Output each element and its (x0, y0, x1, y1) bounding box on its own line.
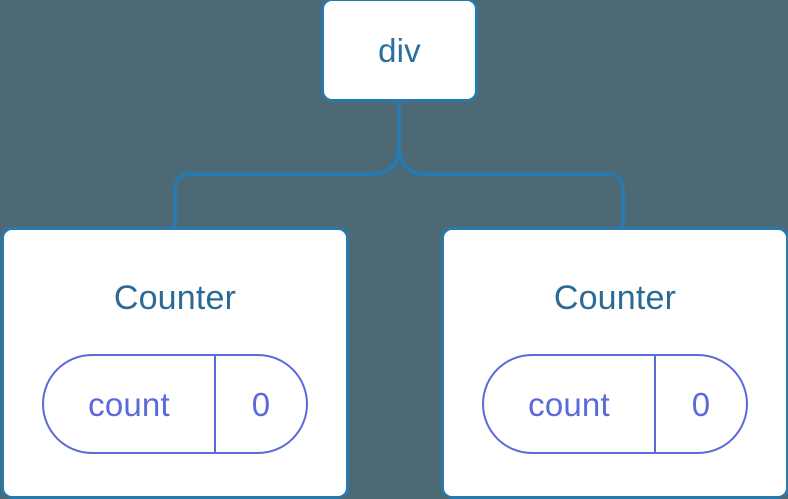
edge-root-to-counter-left (173, 145, 401, 229)
state-value-count-right: 0 (691, 385, 711, 423)
state-pill-counter-left[interactable]: count 0 (42, 354, 308, 454)
node-counter-right-title: Counter (553, 279, 677, 317)
state-value-count-left: 0 (251, 385, 271, 423)
edge-root-to-counter-right (397, 145, 625, 229)
node-div[interactable]: div (321, 0, 478, 102)
state-key-count-right: count (484, 356, 656, 452)
node-counter-left[interactable]: Counter count 0 (1, 227, 349, 499)
node-counter-left-title: Counter (113, 279, 237, 317)
node-div-label: div (378, 31, 421, 69)
node-counter-right[interactable]: Counter count 0 (441, 227, 788, 499)
state-key-count-left: count (44, 356, 216, 452)
state-pill-counter-right[interactable]: count 0 (482, 354, 748, 454)
